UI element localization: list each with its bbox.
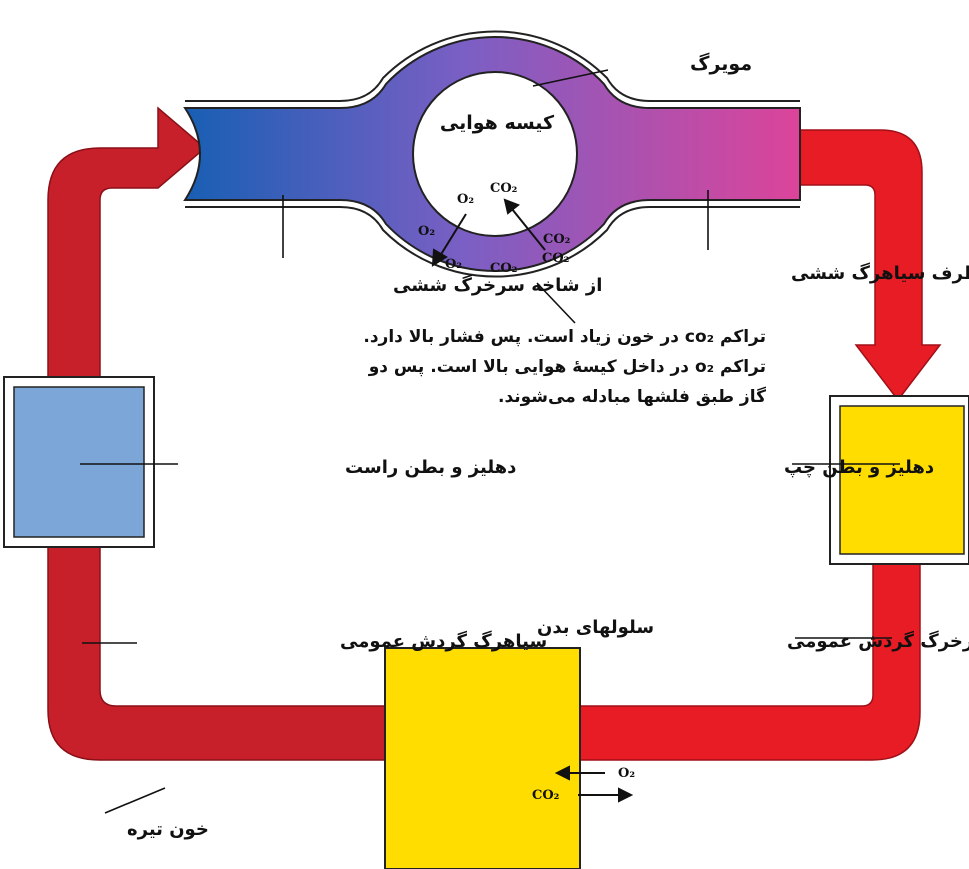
co2-label: CO₂ (543, 232, 570, 247)
o2-label: O₂ (418, 224, 435, 239)
body-cells (384, 647, 581, 869)
left-heart-label: دهلیز و بطن چپ (784, 457, 934, 478)
co2-label: CO₂ (532, 788, 559, 803)
co2-label: CO₂ (542, 251, 569, 266)
note-line: تراکم co₂ در خون زیاد است. پس فشار بالا … (363, 327, 766, 347)
right-heart-chambers (13, 386, 145, 538)
air-sac (412, 71, 578, 237)
co2-label: CO₂ (490, 181, 517, 196)
o2-label: O₂ (457, 192, 474, 207)
capillary-label: مویرگ (690, 52, 752, 75)
venous-pathway (47, 106, 386, 761)
systemic-artery-label: سرخرگ گردش عمومی (787, 630, 969, 652)
left-heart-chambers (839, 405, 965, 555)
note-line: تراکم o₂ در داخل کیسهٔ هوایی بالا است. پ… (368, 357, 766, 377)
pulmonary-vein-label: به طرف سیاهرگ ششی (791, 262, 969, 284)
note-line: گاز طبق فلشها مبادله می‌شوند. (497, 387, 766, 407)
dark-blood-label: خون تیره (127, 819, 209, 840)
systemic-vein-label: سیاهرگ گردش عمومی (340, 630, 547, 652)
co2-label: CO₂ (490, 261, 517, 276)
o2-label: O₂ (618, 766, 635, 781)
gas-arrows (431, 198, 546, 267)
o2-label: O₂ (445, 257, 462, 272)
gas-exchange-note: تراکم co₂ در خون زیاد است. پس فشار بالا … (363, 322, 766, 412)
cell-gas-arrows (554, 765, 634, 803)
right-heart-label: دهلیز و بطن راست (345, 457, 516, 478)
leader-lines (80, 69, 900, 814)
pulmonary-artery-label: از شاخه سرخرگ ششی (393, 274, 602, 296)
body-cells-label: سلولهای بدن (537, 617, 654, 638)
arterial-pathway-lower (579, 559, 921, 761)
air-sac-label: کیسه هوایی (440, 112, 555, 134)
